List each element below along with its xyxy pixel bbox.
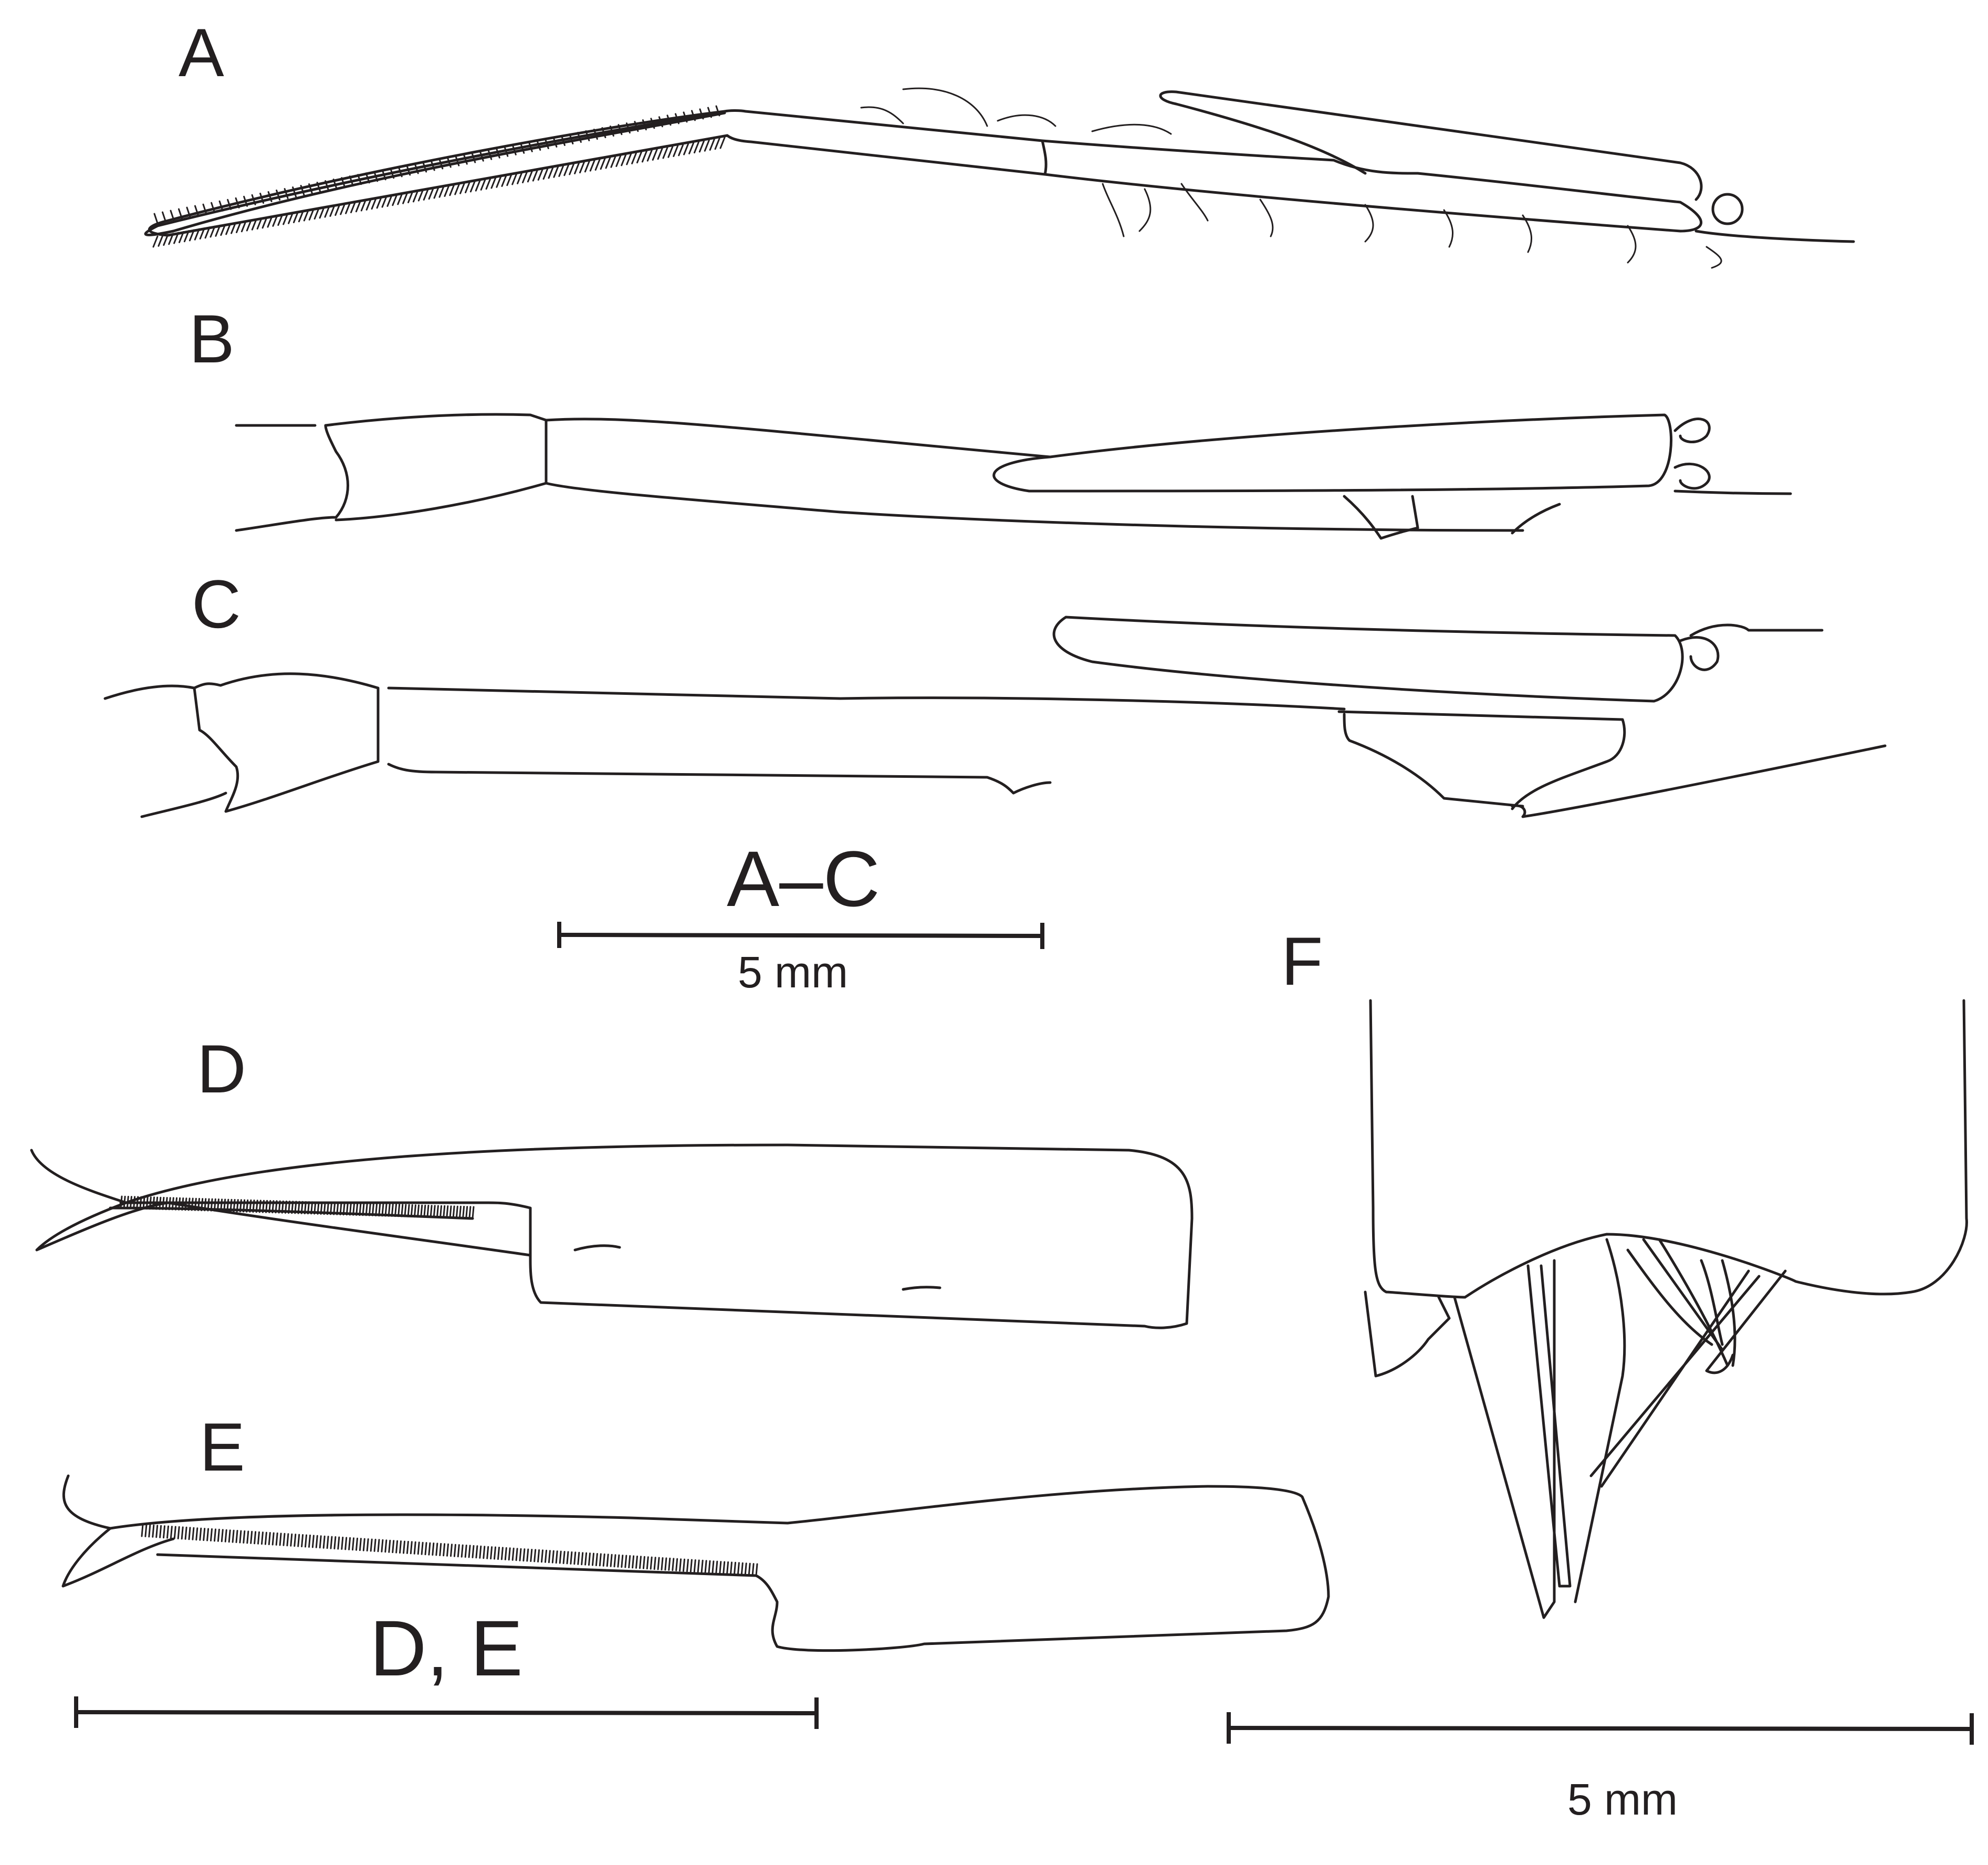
panel-f-spine-5	[1700, 1259, 1736, 1367]
panel-b-body-line	[1673, 489, 1792, 495]
panel-a-proximal-segment	[1041, 139, 1702, 233]
scale-bar-abc: A–C 5 mm	[557, 835, 1044, 997]
panel-b-tibia	[545, 418, 1524, 532]
panel-b-spine-1	[1343, 495, 1419, 540]
panel-d: D	[30, 1030, 1194, 1329]
panel-e-comb-teeth	[141, 1524, 758, 1577]
panel-a-distal-segment-outline	[148, 110, 729, 237]
panel-e-claw	[61, 1474, 175, 1588]
panel-e-article	[109, 1485, 1330, 1652]
panel-a-middle-segment	[723, 109, 1048, 176]
panel-d-letter: D	[197, 1030, 246, 1107]
panel-b-spine-2	[1511, 503, 1561, 535]
panel-f-spine-3	[1574, 1238, 1626, 1603]
panel-f-letter: F	[1281, 923, 1323, 999]
panel-f-left-process	[1364, 1290, 1451, 1378]
panel-c-spine	[1012, 744, 1887, 818]
panel-f-segment	[1369, 999, 1968, 1299]
scale-bar-abc-unit: 5 mm	[738, 947, 848, 997]
panel-a-setae	[152, 105, 726, 248]
panel-e: E	[61, 1409, 1330, 1652]
panel-f-spine-large	[1453, 1259, 1556, 1619]
panel-d-article	[119, 1143, 1194, 1329]
panel-a-distal-segment	[144, 111, 726, 236]
panel-b-trochanter	[324, 413, 548, 522]
panel-d-claw	[30, 1149, 170, 1252]
panel-d-comb-teeth	[120, 1195, 475, 1220]
panel-d-inner-mark-1	[573, 1244, 621, 1252]
panel-b-coxa	[235, 424, 349, 532]
panel-f-spine-2	[1526, 1264, 1572, 1588]
scale-bar-abc-caption: A–C	[727, 835, 880, 923]
panel-c: C	[103, 566, 1887, 818]
panel-b-joint	[1673, 418, 1711, 490]
panel-c-femur	[1052, 616, 1684, 703]
scale-bar-f-unit: 5 mm	[1567, 1775, 1678, 1824]
panel-e-letter: E	[200, 1409, 245, 1485]
panel-a-long-setae	[860, 87, 1722, 269]
panel-b-letter: B	[189, 300, 235, 377]
panel-c-joint	[1679, 623, 1824, 671]
panel-a-femur	[1159, 90, 1703, 201]
panel-a-body-line	[1694, 230, 1855, 243]
panel-a: A	[144, 14, 1855, 269]
panel-b-femur	[992, 413, 1672, 493]
panel-b: B	[189, 300, 1792, 540]
panel-c-trochlea	[1337, 710, 1626, 810]
panel-c-trochanter	[193, 672, 380, 813]
panel-f: F	[1281, 923, 1968, 1619]
panel-c-tibia	[387, 686, 1346, 795]
scale-bar-f-line	[1228, 1726, 1972, 1731]
scale-bar-de-line	[76, 1710, 817, 1715]
panel-a-joint	[1711, 193, 1744, 225]
panel-c-coxa	[103, 684, 227, 818]
scale-bar-de-caption: D, E	[370, 1604, 523, 1692]
scale-bar-abc-line	[559, 933, 1043, 938]
panel-d-inner-mark-2	[902, 1286, 941, 1291]
scale-bar-f: 5 mm	[1227, 1712, 1974, 1824]
scale-bar-de: D, E	[74, 1604, 819, 1729]
panel-c-letter: C	[192, 566, 241, 642]
panel-f-spine-6	[1589, 1269, 1787, 1488]
panel-a-letter: A	[179, 14, 224, 91]
